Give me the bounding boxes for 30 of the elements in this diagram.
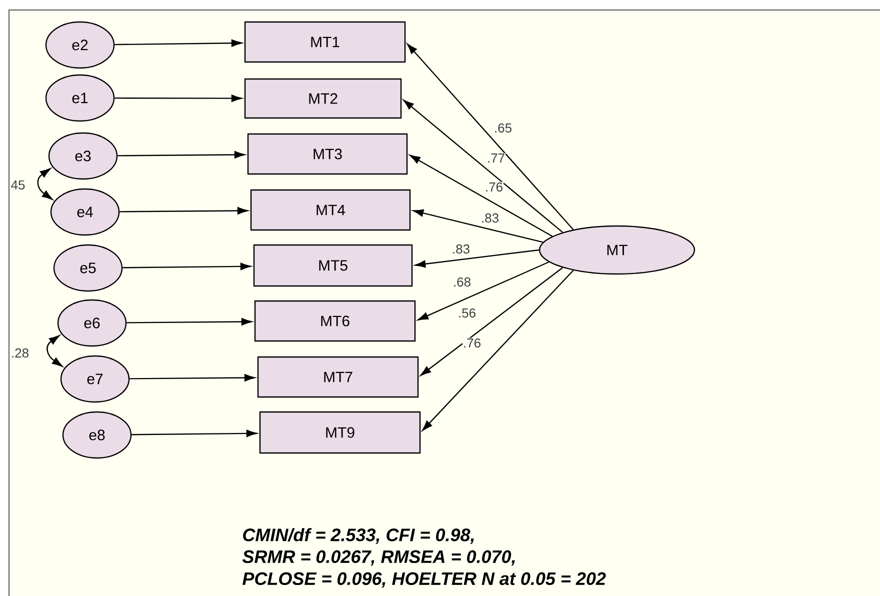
indicator-box: MT4 (250, 189, 411, 231)
indicator-box: MT1 (244, 21, 406, 63)
arrow (403, 100, 564, 233)
covariance-arrow (46, 335, 63, 367)
indicator-box: MT6 (254, 300, 416, 342)
arrow (412, 209, 544, 243)
arrow (114, 94, 242, 102)
indicator-box: MT9 (259, 411, 421, 454)
indicator-box: MT3 (247, 133, 408, 175)
arrow (132, 430, 258, 438)
indicator-box: MT5 (253, 244, 413, 287)
arrow (410, 154, 553, 237)
indicator-box: MT2 (244, 78, 402, 119)
edge-label: .77 (486, 153, 506, 163)
arrow (418, 261, 550, 320)
arrow (407, 44, 574, 230)
arrow (422, 270, 574, 431)
covariance-arrow (37, 168, 53, 200)
arrow (118, 151, 246, 158)
arrow (126, 318, 252, 326)
fit-statistics: PCLOSE = 0.096, HOELTER N at 0.05 = 202 (242, 572, 606, 588)
fit-statistics: SRMR = 0.0267, RMSEA = 0.070, (242, 550, 515, 566)
arrow (122, 262, 252, 270)
arrow (120, 207, 248, 214)
indicator-box: MT7 (257, 356, 419, 398)
arrow (130, 374, 256, 382)
fit-statistics: CMIN/df = 2.533, CFI = 0.98, (243, 528, 474, 544)
arrow (114, 39, 242, 47)
arrow (414, 249, 539, 268)
arrow (420, 267, 564, 376)
